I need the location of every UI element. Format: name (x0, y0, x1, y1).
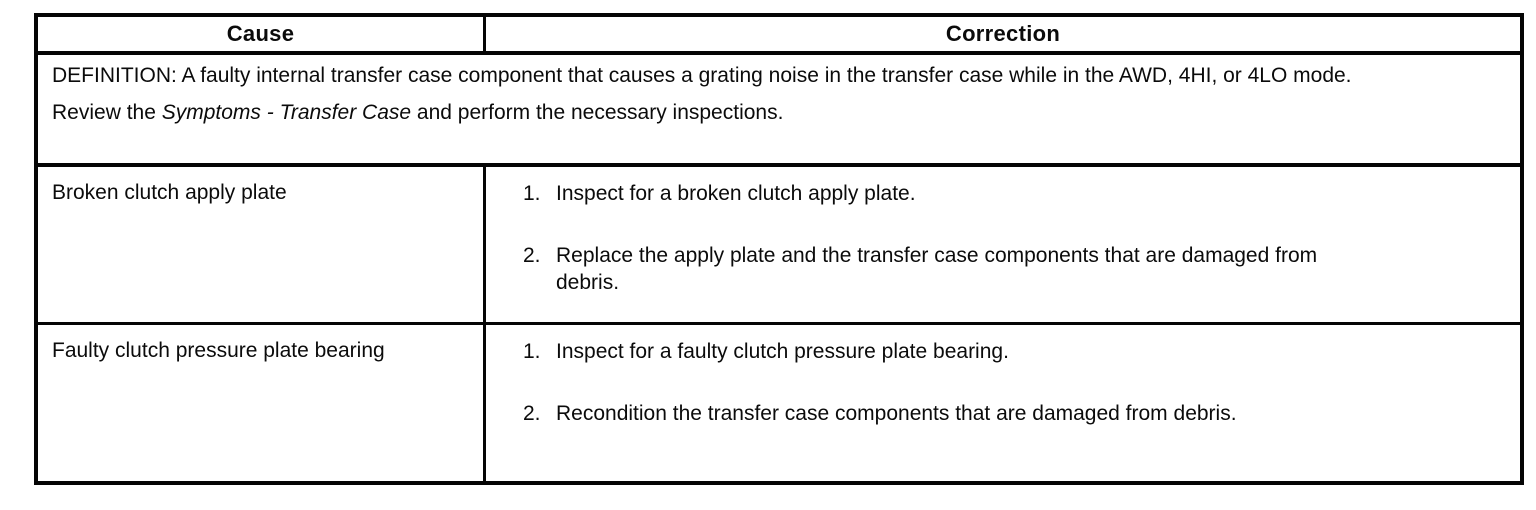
review-italic-reference: Symptoms - Transfer Case (161, 101, 412, 124)
review-instruction: Review the Symptoms - Transfer Case and … (52, 100, 1506, 126)
cause-correction-table: Cause Correction DEFINITION: A faulty in… (34, 13, 1524, 485)
correction-item: 2. Recondition the transfer case compone… (523, 400, 1500, 427)
table-row: Broken clutch apply plate 1. Inspect for… (38, 167, 1520, 325)
correction-cell: 1. Inspect for a faulty clutch pressure … (483, 325, 1520, 481)
correction-item-text: Recondition the transfer case components… (556, 402, 1237, 425)
correction-item-number: 1. (523, 340, 541, 363)
cause-cell: Faulty clutch pressure plate bearing (52, 339, 385, 362)
correction-item-text: Replace the apply plate and the transfer… (556, 244, 1318, 294)
correction-item: 2. Replace the apply plate and the trans… (523, 242, 1500, 296)
cause-cell: Broken clutch apply plate (52, 181, 287, 204)
correction-item: 1. Inspect for a broken clutch apply pla… (523, 180, 1500, 207)
correction-cell: 1. Inspect for a broken clutch apply pla… (483, 167, 1520, 322)
definition-text: DEFINITION: A faulty internal transfer c… (52, 64, 1352, 87)
correction-item-text: Inspect for a broken clutch apply plate. (556, 182, 916, 205)
correction-item-number: 2. (523, 244, 541, 267)
review-suffix-text: and perform the necessary inspections. (411, 101, 784, 124)
column-header-correction: Correction (483, 17, 1520, 51)
table-row: Faulty clutch pressure plate bearing 1. … (38, 325, 1520, 481)
column-header-cause: Cause (226, 21, 295, 46)
definition-row: DEFINITION: A faulty internal transfer c… (38, 55, 1520, 167)
review-prefix-text: Review the (52, 101, 162, 124)
table-header-row: Cause Correction (38, 17, 1520, 55)
correction-item-number: 1. (523, 182, 541, 205)
correction-item: 1. Inspect for a faulty clutch pressure … (523, 338, 1500, 365)
correction-item-number: 2. (523, 402, 541, 425)
correction-item-text: Inspect for a faulty clutch pressure pla… (556, 340, 1009, 363)
